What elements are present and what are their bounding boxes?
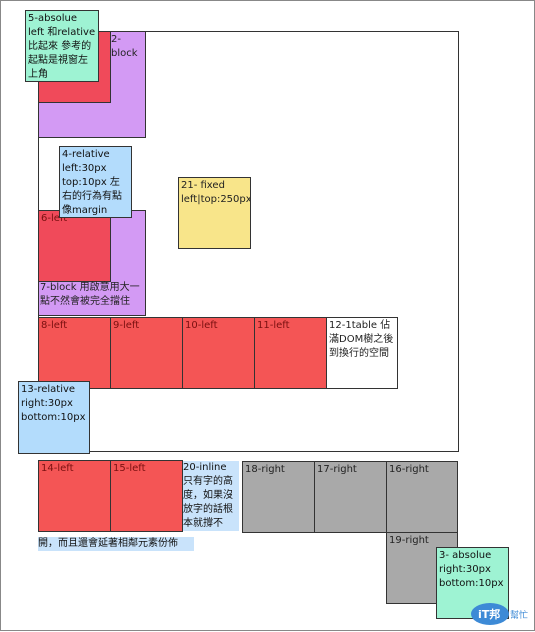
block-7-label: 7-block 用啟意用大一點不然會被完全擋住	[40, 282, 140, 307]
box-6-left: 6-left	[38, 210, 111, 282]
box-17-right: 17-right	[314, 461, 387, 533]
box-10-left: 10-left	[182, 317, 255, 389]
box-5-absolute: 5-absolue left 和relative 比起來 參考的起點是視窗左上角	[25, 10, 99, 82]
box-18-right: 18-right	[242, 461, 315, 533]
box-12-table: 12-1table 佔滿DOM樹之後到換行的空間	[326, 317, 398, 389]
ithome-logo: iT邦 幫忙	[470, 601, 530, 627]
block-2-label: 2-block	[111, 34, 138, 59]
box-16-right: 16-right	[386, 461, 458, 533]
box-13-relative: 13-relative right:30px bottom:10px	[18, 381, 90, 454]
logo-main-text: iT邦	[478, 607, 500, 621]
logo-sub-text: 幫忙	[510, 609, 528, 621]
box-9-left: 9-left	[110, 317, 183, 389]
box-15-left: 15-left	[110, 460, 183, 532]
box-11-left: 11-left	[254, 317, 327, 389]
box-21-fixed: 21- fixed left|top:250px	[178, 177, 251, 249]
inline-20-part2: 開，而且還會延著相鄰元素份佈	[38, 537, 194, 551]
inline-20-part1: 20-inline 只有字的高度，如果沒放字的話根本就撐不	[183, 461, 239, 531]
box-8-left: 8-left	[38, 317, 111, 389]
box-14-left: 14-left	[38, 460, 111, 532]
box-4-relative: 4-relative left:30px top:10px 左右的行為有點像ma…	[59, 146, 132, 218]
